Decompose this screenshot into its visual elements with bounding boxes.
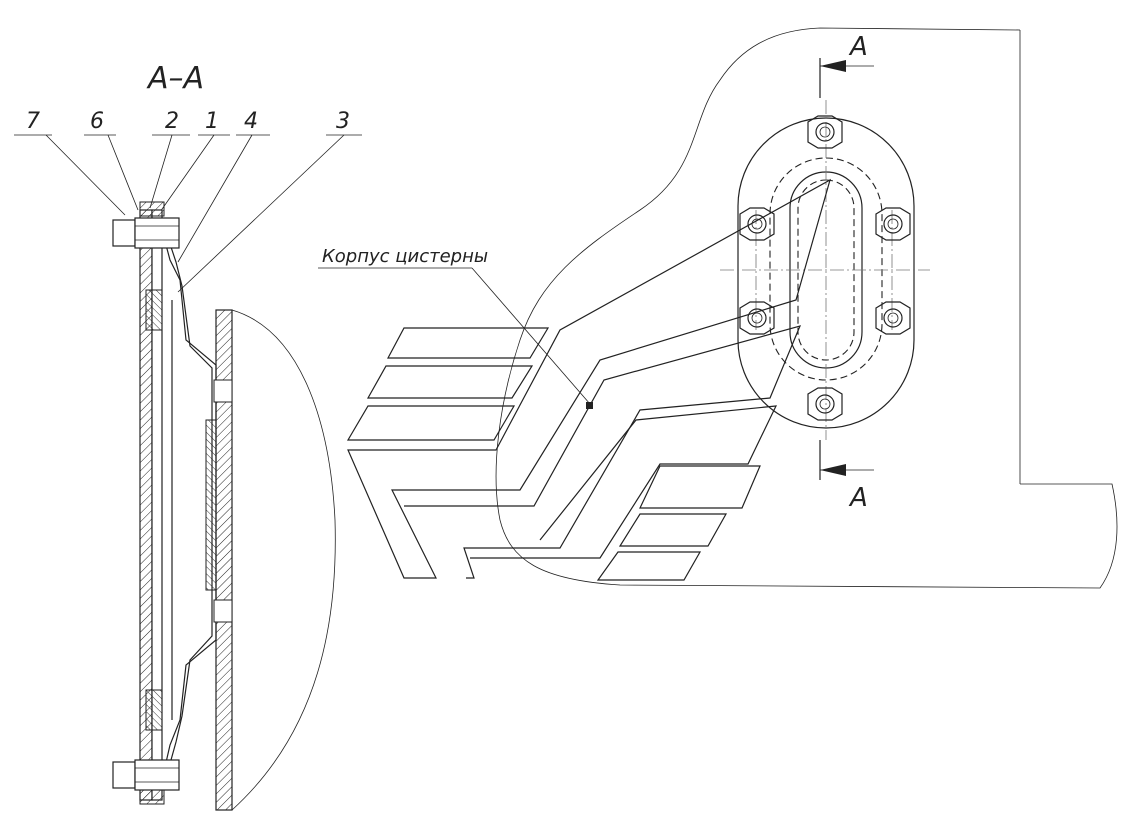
nut-top <box>807 115 843 149</box>
leader-label-3: 3 <box>336 109 350 134</box>
nut-bottom <box>807 387 843 421</box>
bolt-bottom <box>112 759 180 805</box>
leader-label-1: 1 <box>205 109 219 134</box>
callout-tank-body: Корпус цистерны <box>318 246 593 409</box>
leader-lines <box>14 134 362 293</box>
plan-view: А А <box>318 27 1118 589</box>
ladder-steps <box>346 178 831 581</box>
callout-label: Корпус цистерны <box>322 246 488 267</box>
section-mark-bottom: А <box>819 440 874 513</box>
nut-lower-right <box>875 301 911 335</box>
leader-label-4: 4 <box>244 109 258 134</box>
leader-label-2: 2 <box>165 109 179 134</box>
section-letter-bottom: А <box>848 483 868 513</box>
shell-break-line <box>231 309 336 811</box>
leader-label-6: 6 <box>90 109 104 134</box>
section-letter-top: А <box>848 32 868 62</box>
tank-outline-curve <box>495 27 1118 589</box>
nut-lower-left <box>739 301 775 335</box>
bolt-top <box>112 201 180 249</box>
leader-label-7: 7 <box>26 109 40 134</box>
section-title: А–А <box>146 61 204 96</box>
section-mark-top: А <box>819 32 874 98</box>
nut-upper-left <box>739 207 775 241</box>
section-view: А–А 7 6 2 1 4 3 <box>14 61 362 811</box>
nut-upper-right <box>875 207 911 241</box>
